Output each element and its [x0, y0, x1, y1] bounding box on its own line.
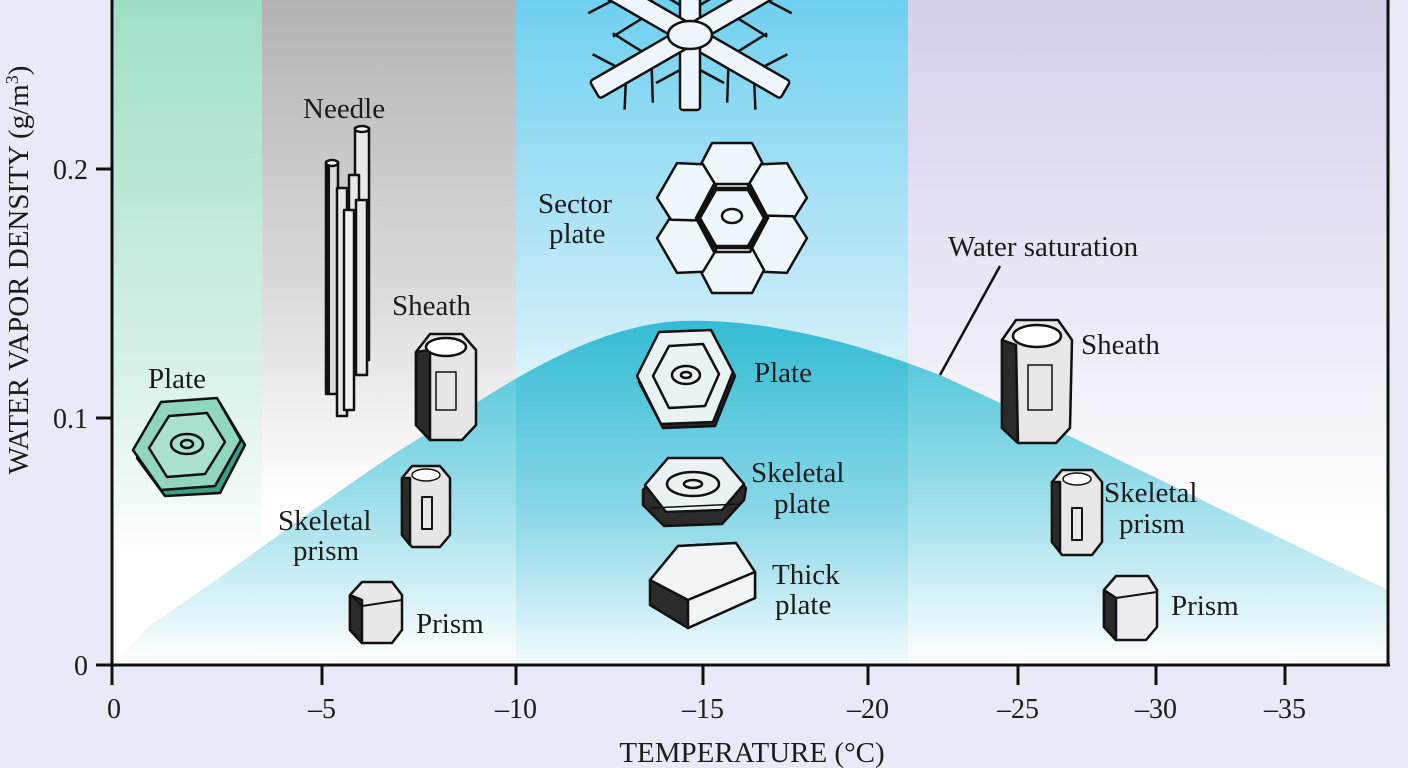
label-skeletal-prism-left-2: prism [293, 535, 360, 567]
crystal-labels: Needle Plate Sheath Skeletal prism Prism… [148, 93, 1239, 640]
regime-band-plate [112, 0, 262, 665]
plate-crystal-icon-mid [635, 328, 737, 430]
water-saturation-leader [938, 265, 1002, 376]
label-sector-plate-2: plate [549, 218, 605, 250]
sheath-crystal-icon-left [414, 332, 478, 442]
svg-text:WATER VAPOR DENSITY (g/m3): WATER VAPOR DENSITY (g/m3) [2, 66, 35, 475]
x-tick-minus20: –20 [846, 694, 889, 725]
x-tick-minus25: –25 [996, 694, 1039, 725]
skeletal-prism-crystal-icon-left [400, 464, 452, 549]
y-axis-title: WATER VAPOR DENSITY (g/m3) [2, 66, 35, 475]
needle-crystal-icon [324, 124, 371, 418]
x-tick-minus35: –35 [1263, 694, 1306, 725]
label-sheath-left: Sheath [392, 290, 471, 322]
sheath-crystal-icon-right [1000, 318, 1074, 445]
skeletal-plate-crystal-icon [641, 456, 748, 528]
x-tick-0: 0 [107, 694, 121, 725]
label-skeletal-prism-right-2: prism [1119, 508, 1186, 540]
x-tick-labels: 0 –5 –10 –15 –20 –25 –30 –35 [107, 694, 1306, 725]
dendrite-crystal-icon [580, 0, 800, 112]
label-skeletal-plate-1: Skeletal [751, 457, 844, 489]
prism-crystal-icon-left [348, 580, 404, 645]
label-prism-right: Prism [1171, 590, 1239, 622]
label-plate-left: Plate [148, 363, 206, 395]
y-tick-0.1: 0.1 [53, 404, 88, 435]
label-skeletal-prism-right-1: Skeletal [1104, 477, 1197, 509]
label-plate-mid: Plate [754, 357, 812, 389]
thick-plate-crystal-icon [648, 541, 757, 630]
axes [96, 0, 1390, 685]
x-tick-minus30: –30 [1134, 694, 1177, 725]
label-thick-plate-1: Thick [772, 559, 840, 591]
label-skeletal-prism-left-1: Skeletal [278, 505, 371, 537]
skeletal-prism-crystal-icon-right [1050, 468, 1104, 557]
plate-crystal-icon-left [131, 396, 247, 498]
label-sheath-right: Sheath [1081, 329, 1160, 361]
prism-crystal-icon-right [1102, 574, 1159, 642]
y-tick-0.2: 0.2 [53, 155, 88, 186]
label-needle: Needle [303, 93, 385, 125]
x-tick-minus10: –10 [494, 694, 537, 725]
label-sector-plate-1: Sector [538, 188, 612, 220]
label-water-saturation: Water saturation [948, 231, 1139, 263]
label-prism-left: Prism [416, 608, 484, 640]
x-tick-minus15: –15 [681, 694, 724, 725]
label-thick-plate-2: plate [775, 589, 831, 621]
y-tick-labels: 0 0.1 0.2 [53, 155, 88, 682]
y-tick-0: 0 [74, 651, 88, 682]
label-skeletal-plate-2: plate [774, 488, 830, 520]
x-axis-title: TEMPERATURE (°C) [619, 737, 884, 768]
sector-plate-crystal-icon [655, 141, 809, 295]
x-tick-minus5: –5 [307, 694, 336, 725]
